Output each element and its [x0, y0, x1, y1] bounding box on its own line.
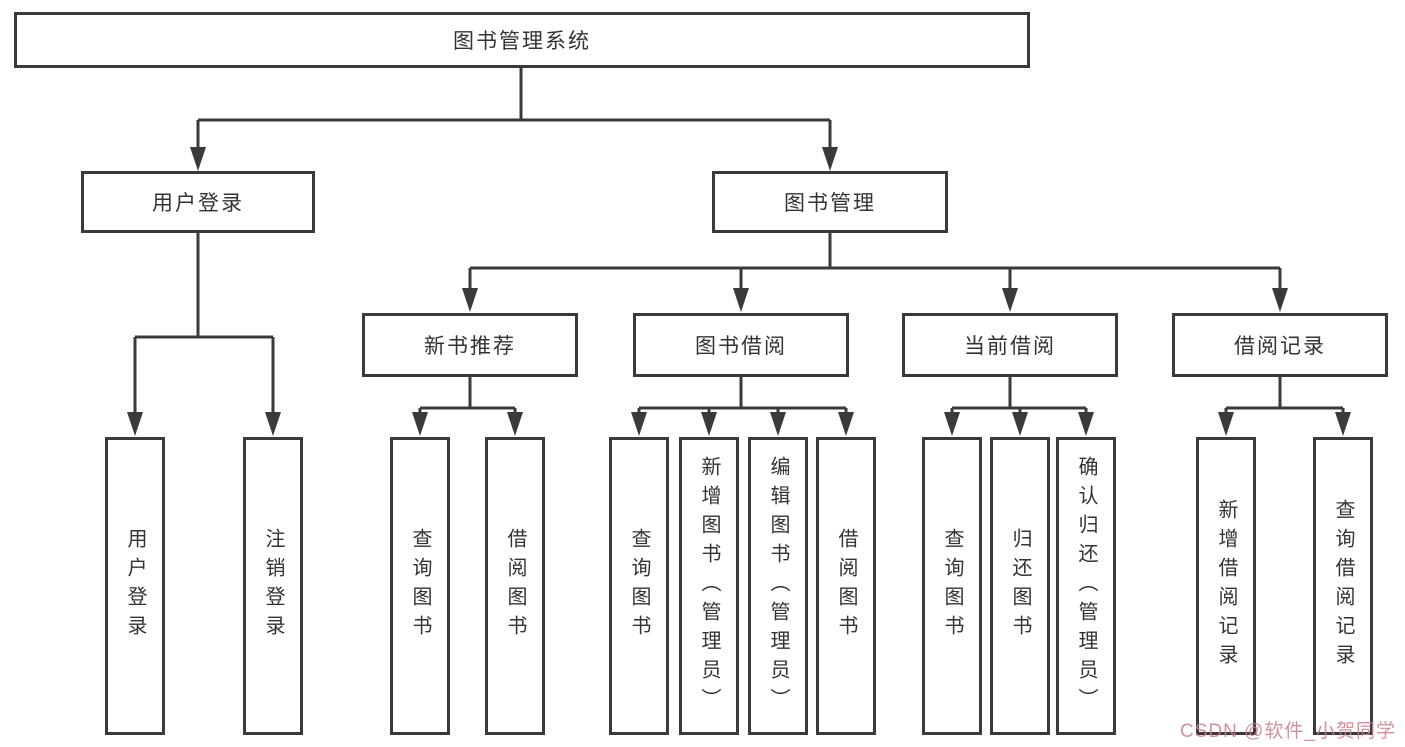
tree-edges	[133, 68, 1345, 414]
node-book-borrow-label: 图书借阅	[695, 335, 787, 358]
leaf-br-add-record: 新增借阅记录	[1196, 437, 1256, 735]
leaf-nb-query-book-label: 查询图书	[409, 528, 431, 644]
node-borrow-records: 借阅记录	[1172, 313, 1388, 377]
node-user-login-label: 用户登录	[152, 192, 244, 215]
node-new-book-recommend-label: 新书推荐	[424, 335, 516, 358]
node-borrow-records-label: 借阅记录	[1234, 335, 1326, 358]
leaf-cb-return-book-label: 归还图书	[1009, 528, 1031, 644]
arrowheads	[127, 147, 1351, 436]
node-user-login: 用户登录	[81, 171, 315, 233]
leaf-nb-borrow-book: 借阅图书	[485, 437, 545, 735]
leaf-logout-login-label: 注销登录	[262, 528, 284, 644]
leaf-bb-edit-book-admin: 编辑图书（管理员）	[748, 437, 808, 735]
leaf-cb-query-book: 查询图书	[922, 437, 982, 735]
leaf-bb-add-book-admin: 新增图书（管理员）	[679, 437, 739, 735]
leaf-bb-add-book-admin-label: 新增图书（管理员）	[698, 455, 720, 717]
leaf-bb-edit-book-admin-label: 编辑图书（管理员）	[767, 455, 789, 717]
node-library-system-label: 图书管理系统	[453, 30, 591, 53]
leaf-br-query-record-label: 查询借阅记录	[1332, 499, 1354, 673]
leaf-cb-query-book-label: 查询图书	[941, 528, 963, 644]
leaf-bb-borrow-book-label: 借阅图书	[835, 528, 857, 644]
node-current-borrow-label: 当前借阅	[964, 335, 1056, 358]
leaf-br-add-record-label: 新增借阅记录	[1215, 499, 1237, 673]
node-library-system: 图书管理系统	[14, 12, 1030, 68]
node-current-borrow: 当前借阅	[902, 313, 1118, 377]
leaf-nb-borrow-book-label: 借阅图书	[504, 528, 526, 644]
node-book-management: 图书管理	[712, 171, 948, 233]
node-book-borrow: 图书借阅	[633, 313, 849, 377]
leaf-bb-query-book: 查询图书	[609, 437, 669, 735]
leaf-logout-login: 注销登录	[243, 437, 303, 735]
leaf-br-query-record: 查询借阅记录	[1313, 437, 1373, 735]
leaf-cb-confirm-return-admin: 确认归还（管理员）	[1056, 437, 1116, 735]
leaf-cb-confirm-return-admin-label: 确认归还（管理员）	[1075, 455, 1097, 717]
node-book-management-label: 图书管理	[784, 192, 876, 215]
leaf-user-login: 用户登录	[105, 437, 165, 735]
leaf-nb-query-book: 查询图书	[390, 437, 450, 735]
leaf-cb-return-book: 归还图书	[990, 437, 1050, 735]
leaf-bb-borrow-book: 借阅图书	[816, 437, 876, 735]
node-new-book-recommend: 新书推荐	[362, 313, 578, 377]
leaf-user-login-label: 用户登录	[124, 528, 146, 644]
leaf-bb-query-book-label: 查询图书	[628, 528, 650, 644]
